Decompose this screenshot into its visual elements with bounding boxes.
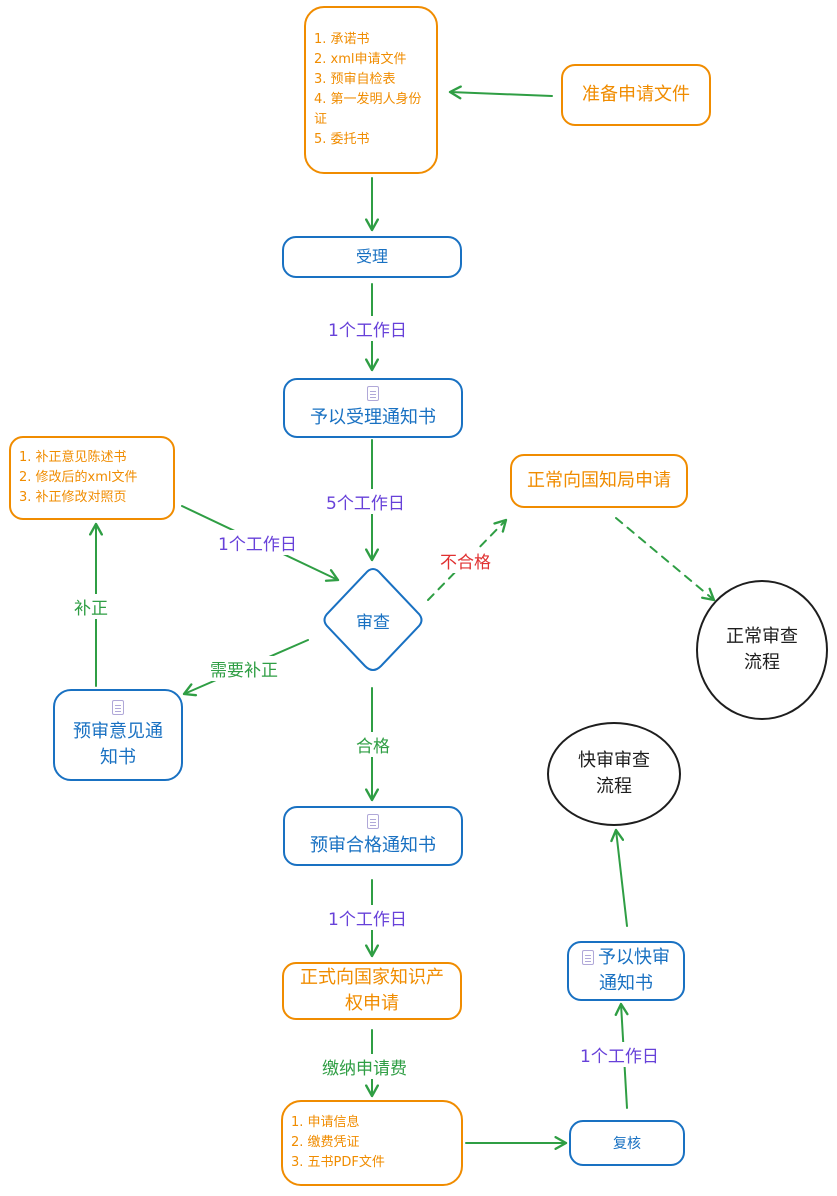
- arrow-prepare-to-list: [448, 85, 553, 100]
- pre-opinion-notice-node[interactable]: 预审意见通知书: [53, 689, 183, 781]
- edge-label-needs-correction: 需要补正: [208, 656, 280, 681]
- document-icon: [367, 385, 379, 401]
- formal-apply-label: 正式向国家知识产权申请: [300, 967, 444, 1014]
- pass-notice-label: 预审合格通知书: [310, 834, 436, 856]
- normal-flow-label: 正常审查流程: [726, 626, 798, 673]
- recheck-node[interactable]: 复核: [569, 1120, 685, 1166]
- edge-label-unqualified: 不合格: [438, 548, 493, 573]
- arrow-normal-to-flow: [615, 517, 716, 602]
- edge-label-one-workday: 1个工作日: [216, 530, 299, 555]
- files-list-item: 3. 预审自检表: [314, 72, 396, 87]
- edge-label-five-workdays: 5个工作日: [324, 489, 407, 514]
- correction-list-item: 1. 补正意见陈述书: [19, 450, 127, 465]
- fast-notice-label: 予以快审通知书: [576, 945, 676, 997]
- pass-notice-node[interactable]: 预审合格通知书: [283, 806, 463, 866]
- document-icon: [112, 699, 124, 715]
- edge-label-qualified: 合格: [354, 732, 392, 757]
- fast-notice-node[interactable]: 予以快审通知书: [567, 941, 685, 1001]
- edge-label-one-workday: 1个工作日: [326, 905, 409, 930]
- edge-label-pay-fee: 缴纳申请费: [320, 1054, 409, 1079]
- payment-list-item: 2. 缴费凭证: [291, 1135, 360, 1150]
- correction-list-node[interactable]: 1. 补正意见陈述书 2. 修改后的xml文件 3. 补正修改对照页: [9, 436, 175, 520]
- review-diamond-shape: [323, 567, 423, 671]
- accept-node[interactable]: 受理: [282, 236, 462, 278]
- fast-flow-circle[interactable]: 快审审查流程: [547, 722, 681, 826]
- files-list-item: 4. 第一发明人身份证: [314, 92, 422, 127]
- correction-list-item: 2. 修改后的xml文件: [19, 470, 138, 485]
- formal-apply-node[interactable]: 正式向国家知识产权申请: [282, 962, 462, 1020]
- edge-label-one-workday: 1个工作日: [578, 1042, 661, 1067]
- edge-label-correction: 补正: [72, 594, 110, 619]
- correction-list-item: 3. 补正修改对照页: [19, 490, 127, 505]
- document-icon: [582, 950, 594, 965]
- document-icon: [367, 813, 379, 829]
- normal-flow-circle[interactable]: 正常审查流程: [696, 580, 828, 720]
- review-label: 审查: [356, 612, 390, 633]
- payment-list-node[interactable]: 1. 申请信息 2. 缴费凭证 3. 五书PDF文件: [281, 1100, 463, 1186]
- accept-notice-node[interactable]: 予以受理通知书: [283, 378, 463, 438]
- fast-notice-text: 予以快审通知书: [598, 947, 670, 994]
- files-list-item: 5. 委托书: [314, 132, 370, 147]
- files-list-node[interactable]: 1. 承诺书 2. xml申请文件 3. 预审自检表 4. 第一发明人身份证 5…: [304, 6, 438, 174]
- edge-label-one-workday: 1个工作日: [326, 316, 409, 341]
- accept-notice-label: 予以受理通知书: [310, 406, 436, 428]
- review-diamond[interactable]: 审查: [319, 566, 427, 674]
- files-list-item: 1. 承诺书: [314, 32, 370, 47]
- files-list-item: 2. xml申请文件: [314, 52, 407, 67]
- pre-opinion-notice-label: 预审意见通知书: [73, 720, 163, 768]
- prepare-files-node[interactable]: 准备申请文件: [561, 64, 711, 126]
- payment-list-item: 3. 五书PDF文件: [291, 1155, 385, 1170]
- arrow-review-to-normal: [427, 518, 508, 601]
- fast-flow-label: 快审审查流程: [578, 750, 650, 797]
- normal-apply-node[interactable]: 正常向国知局申请: [510, 454, 688, 508]
- payment-list-item: 1. 申请信息: [291, 1115, 360, 1130]
- arrow-fast-to-flow: [610, 828, 628, 927]
